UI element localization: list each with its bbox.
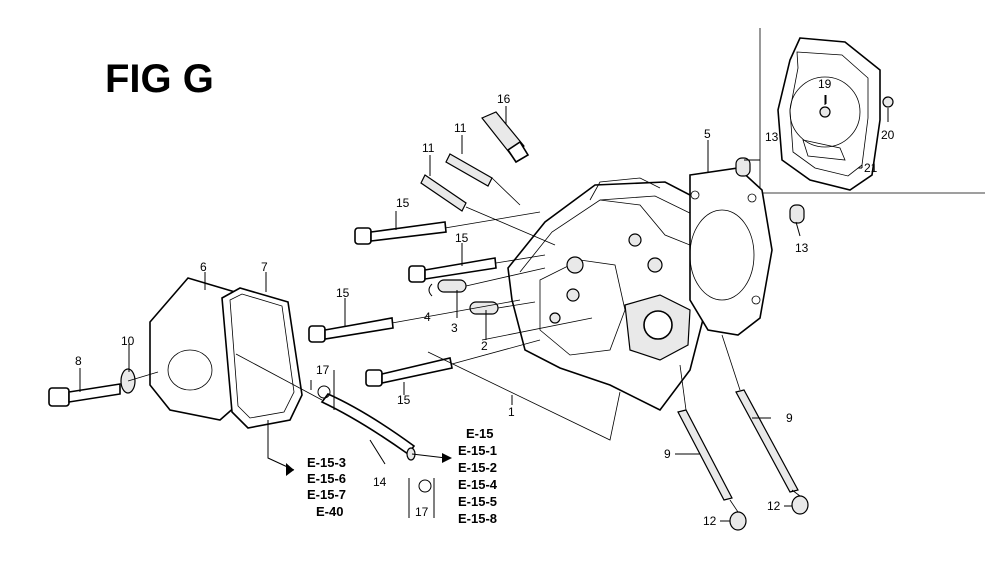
stud-bolt-lower <box>420 174 467 212</box>
callout-16: 16 <box>497 92 511 106</box>
callout-5: 5 <box>704 127 711 141</box>
flange-bolt-3 <box>308 317 394 343</box>
cover-bolt <box>48 383 121 407</box>
retaining-clip <box>428 283 433 297</box>
spark-plug <box>481 111 530 164</box>
flange-bolt-2 <box>408 257 497 283</box>
callout-13-lower: 13 <box>795 241 809 255</box>
callout-13-upper: 13 <box>765 130 779 144</box>
inset-nut <box>882 96 894 108</box>
cylinder-head <box>507 177 716 412</box>
callout-2: 2 <box>481 339 488 353</box>
callout-8: 8 <box>75 354 82 368</box>
reference-list-right: E-15 E-15-1 E-15-2 E-15-4 E-15-5 E-15-8 <box>458 426 498 526</box>
sealing-washer <box>120 368 136 394</box>
inset-box <box>759 28 985 194</box>
figure-title: FIG G <box>105 57 214 101</box>
callout-10: 10 <box>121 334 135 348</box>
dowel-pin-lower <box>789 204 805 224</box>
inset-screw <box>819 106 831 118</box>
reference-left-4: E-40 <box>316 504 343 519</box>
dowel-pin-3 <box>437 279 467 293</box>
callout-19: 19 <box>818 77 832 91</box>
assembly-guide-lines <box>127 177 801 513</box>
callout-12-right: 12 <box>767 499 781 513</box>
flange-nut-right <box>791 495 809 515</box>
callout-15-b: 15 <box>455 231 469 245</box>
reference-right-4: E-15-4 <box>458 477 498 492</box>
callout-15-a: 15 <box>396 196 410 210</box>
dowel-pin-upper <box>735 157 751 177</box>
stud-bolt-upper <box>445 153 493 187</box>
callout-1: 1 <box>508 405 515 419</box>
callout-15-c: 15 <box>336 286 350 300</box>
callout-9-right: 9 <box>786 411 793 425</box>
callout-11-upper: 11 <box>454 121 467 135</box>
callout-3: 3 <box>451 321 458 335</box>
head-cover-gasket <box>221 287 303 429</box>
leader-lines <box>79 95 862 522</box>
reference-left-3: E-15-7 <box>307 487 346 502</box>
stud-left <box>677 409 733 501</box>
callout-15-d: 15 <box>397 393 411 407</box>
callout-21: 21 <box>864 161 878 175</box>
callout-17-upper: 17 <box>316 363 330 377</box>
stud-right <box>735 389 799 493</box>
callout-17-lower: 17 <box>415 505 429 519</box>
callout-14: 14 <box>373 475 387 489</box>
callout-7: 7 <box>261 260 268 274</box>
head-gasket <box>689 167 773 336</box>
callout-4: 4 <box>424 310 431 324</box>
flange-nut-left <box>729 511 747 531</box>
callout-11-lower: 11 <box>422 141 435 155</box>
callout-6: 6 <box>200 260 207 274</box>
reference-right-3: E-15-2 <box>458 460 497 475</box>
callout-labels: 1 2 3 4 5 6 7 8 9 9 10 11 11 12 12 13 13… <box>75 77 895 528</box>
reference-right-1: E-15 <box>466 426 493 441</box>
reference-right-5: E-15-5 <box>458 494 497 509</box>
flange-bolt-1 <box>354 221 447 245</box>
breather-tube <box>320 393 416 456</box>
reference-right-2: E-15-1 <box>458 443 497 458</box>
reference-left-1: E-15-3 <box>307 455 346 470</box>
reference-left-2: E-15-6 <box>307 471 346 486</box>
reference-arrows <box>267 420 452 476</box>
tube-clip-lower <box>408 478 435 518</box>
callout-12-left: 12 <box>703 514 717 528</box>
reference-right-6: E-15-8 <box>458 511 497 526</box>
callout-9-left: 9 <box>664 447 671 461</box>
tube-clip-upper <box>310 370 335 410</box>
callout-20: 20 <box>881 128 895 142</box>
reference-list-left: E-15-3 E-15-6 E-15-7 E-40 <box>307 455 346 519</box>
flange-bolt-4 <box>365 357 453 387</box>
